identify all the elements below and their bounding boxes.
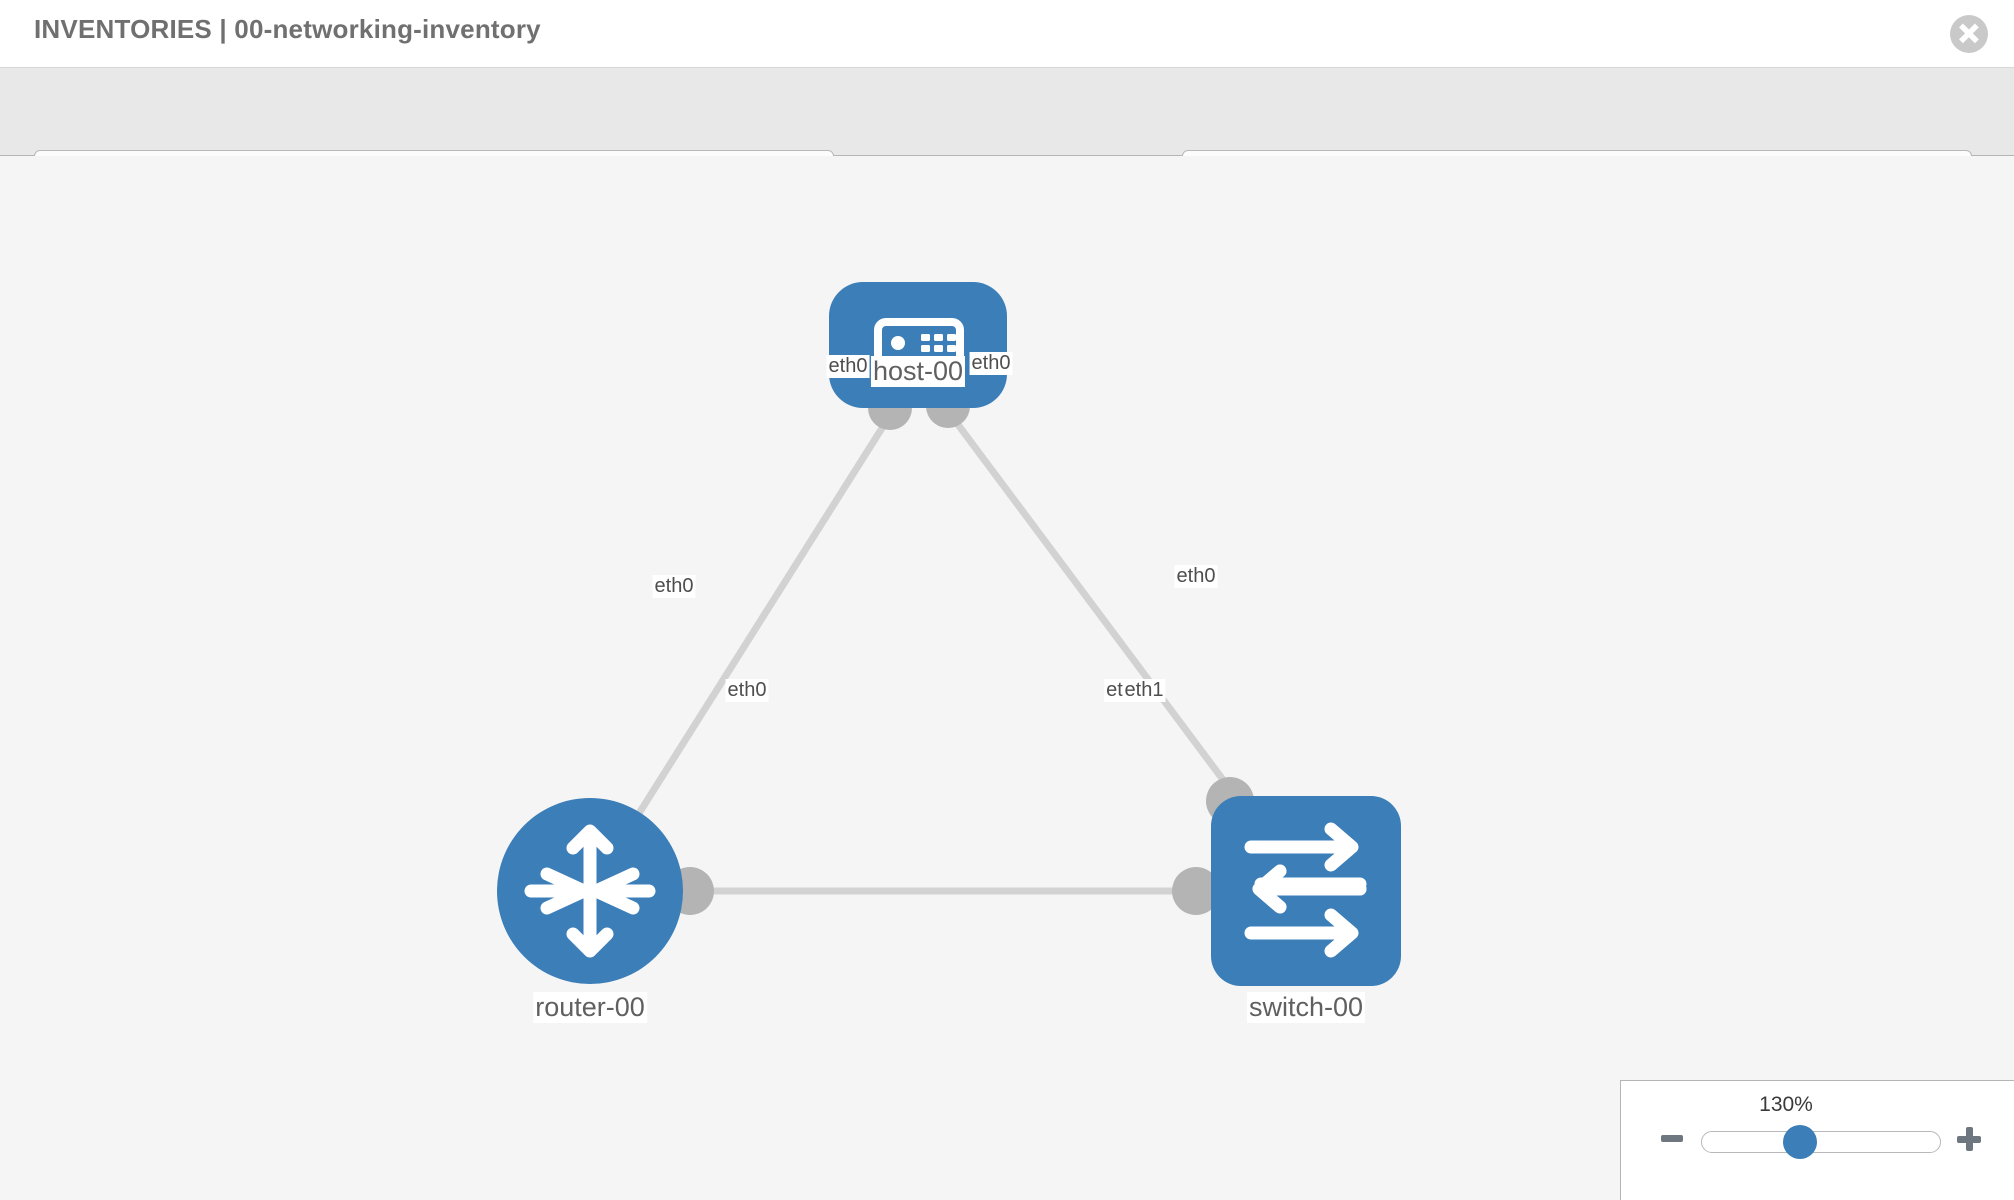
switch-icon-lower-arrows <box>1252 864 1367 914</box>
node-label-host-00: host-00 <box>870 356 966 387</box>
close-icon <box>1959 23 1979 44</box>
node-label-switch-00: switch-00 <box>1246 992 1366 1023</box>
zoom-control-panel: 130% <box>1620 1080 2014 1200</box>
toolbar: ACTIONS SEARCH <box>0 68 2014 200</box>
edge-label-host00-eth0-left: eth0 <box>826 355 870 378</box>
topology-canvas[interactable]: eth0 eth0 eth0 eth0 eth0 eth eth1 host-0… <box>0 156 2014 1200</box>
topology-links <box>587 368 1309 895</box>
router-icon <box>524 824 656 958</box>
topology-graph <box>497 282 1401 986</box>
zoom-in-button[interactable] <box>1957 1127 1981 1151</box>
edge-label-switch00-eth0: eth0 <box>1174 565 1218 588</box>
zoom-level-value: 130% <box>1759 1093 1813 1116</box>
connector-switch00-eth1[interactable] <box>1172 867 1220 915</box>
link-host00-router00[interactable] <box>587 369 921 893</box>
page-header: INVENTORIES | 00-networking-inventory <box>0 0 2014 68</box>
edge-label-router00-eth0: eth0 <box>725 679 769 702</box>
zoom-slider-track[interactable] <box>1701 1131 1941 1153</box>
node-router-00[interactable] <box>497 798 683 984</box>
zoom-out-button[interactable] <box>1661 1135 1683 1142</box>
edge-label-switch00-eth1: eth1 <box>1122 679 1166 702</box>
edge-label-host00-eth0-right: eth0 <box>969 352 1013 375</box>
topology-connectors <box>666 384 1254 915</box>
node-host-00[interactable] <box>829 282 1007 408</box>
edge-label-router00-eth0-up: eth0 <box>652 575 696 598</box>
zoom-slider-thumb[interactable] <box>1783 1125 1817 1159</box>
node-switch-00[interactable] <box>1211 796 1401 986</box>
page-title: INVENTORIES | 00-networking-inventory <box>34 14 541 44</box>
close-button[interactable] <box>1950 15 1988 53</box>
node-label-router-00: router-00 <box>533 992 647 1023</box>
